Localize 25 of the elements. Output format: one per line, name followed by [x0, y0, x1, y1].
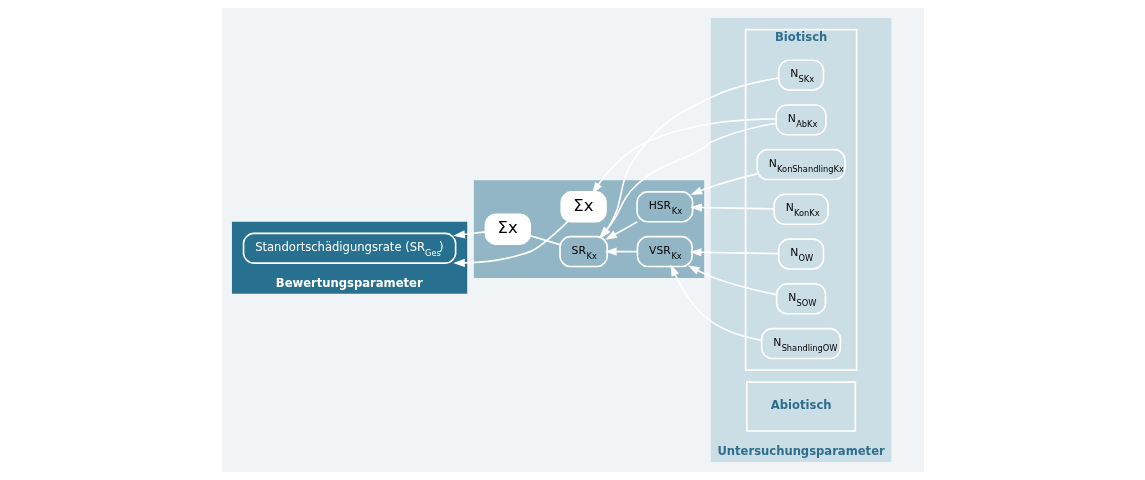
arrow: [689, 248, 779, 257]
node-box: N$_{KonKx}$: [772, 193, 829, 226]
node-box: Standortschädigungsrate (SR$_{Ges}$): [242, 232, 456, 265]
arrow: [452, 230, 486, 239]
node-box: N$_{SKx}$: [777, 59, 824, 91]
node-box: N$_{SOW}$: [775, 283, 826, 315]
node-box: N$_{KonShandlingKx}$: [755, 148, 846, 181]
arrow: [452, 221, 568, 267]
node-box: HSR$_{Kx}$: [635, 191, 693, 223]
node-box: SR$_{Kx}$: [558, 235, 608, 268]
node-box: N$_{AbKx}$: [774, 104, 827, 136]
arrow: [604, 247, 638, 256]
node-box: N$_{ShandlingOW}$: [760, 327, 841, 360]
arrow: [604, 221, 638, 240]
arrow: [669, 264, 763, 342]
node-box: Σx: [484, 213, 531, 245]
node-box: Abiotisch: [745, 381, 856, 432]
node-box: N$_{OW}$: [777, 238, 824, 270]
arrow: [687, 265, 777, 296]
arrow: [591, 118, 777, 194]
arrow: [690, 173, 758, 195]
node-box: VSR$_{Kx}$: [636, 235, 693, 268]
connector: [529, 234, 561, 246]
node-box: Σx: [559, 191, 607, 223]
arrow: [689, 203, 775, 212]
